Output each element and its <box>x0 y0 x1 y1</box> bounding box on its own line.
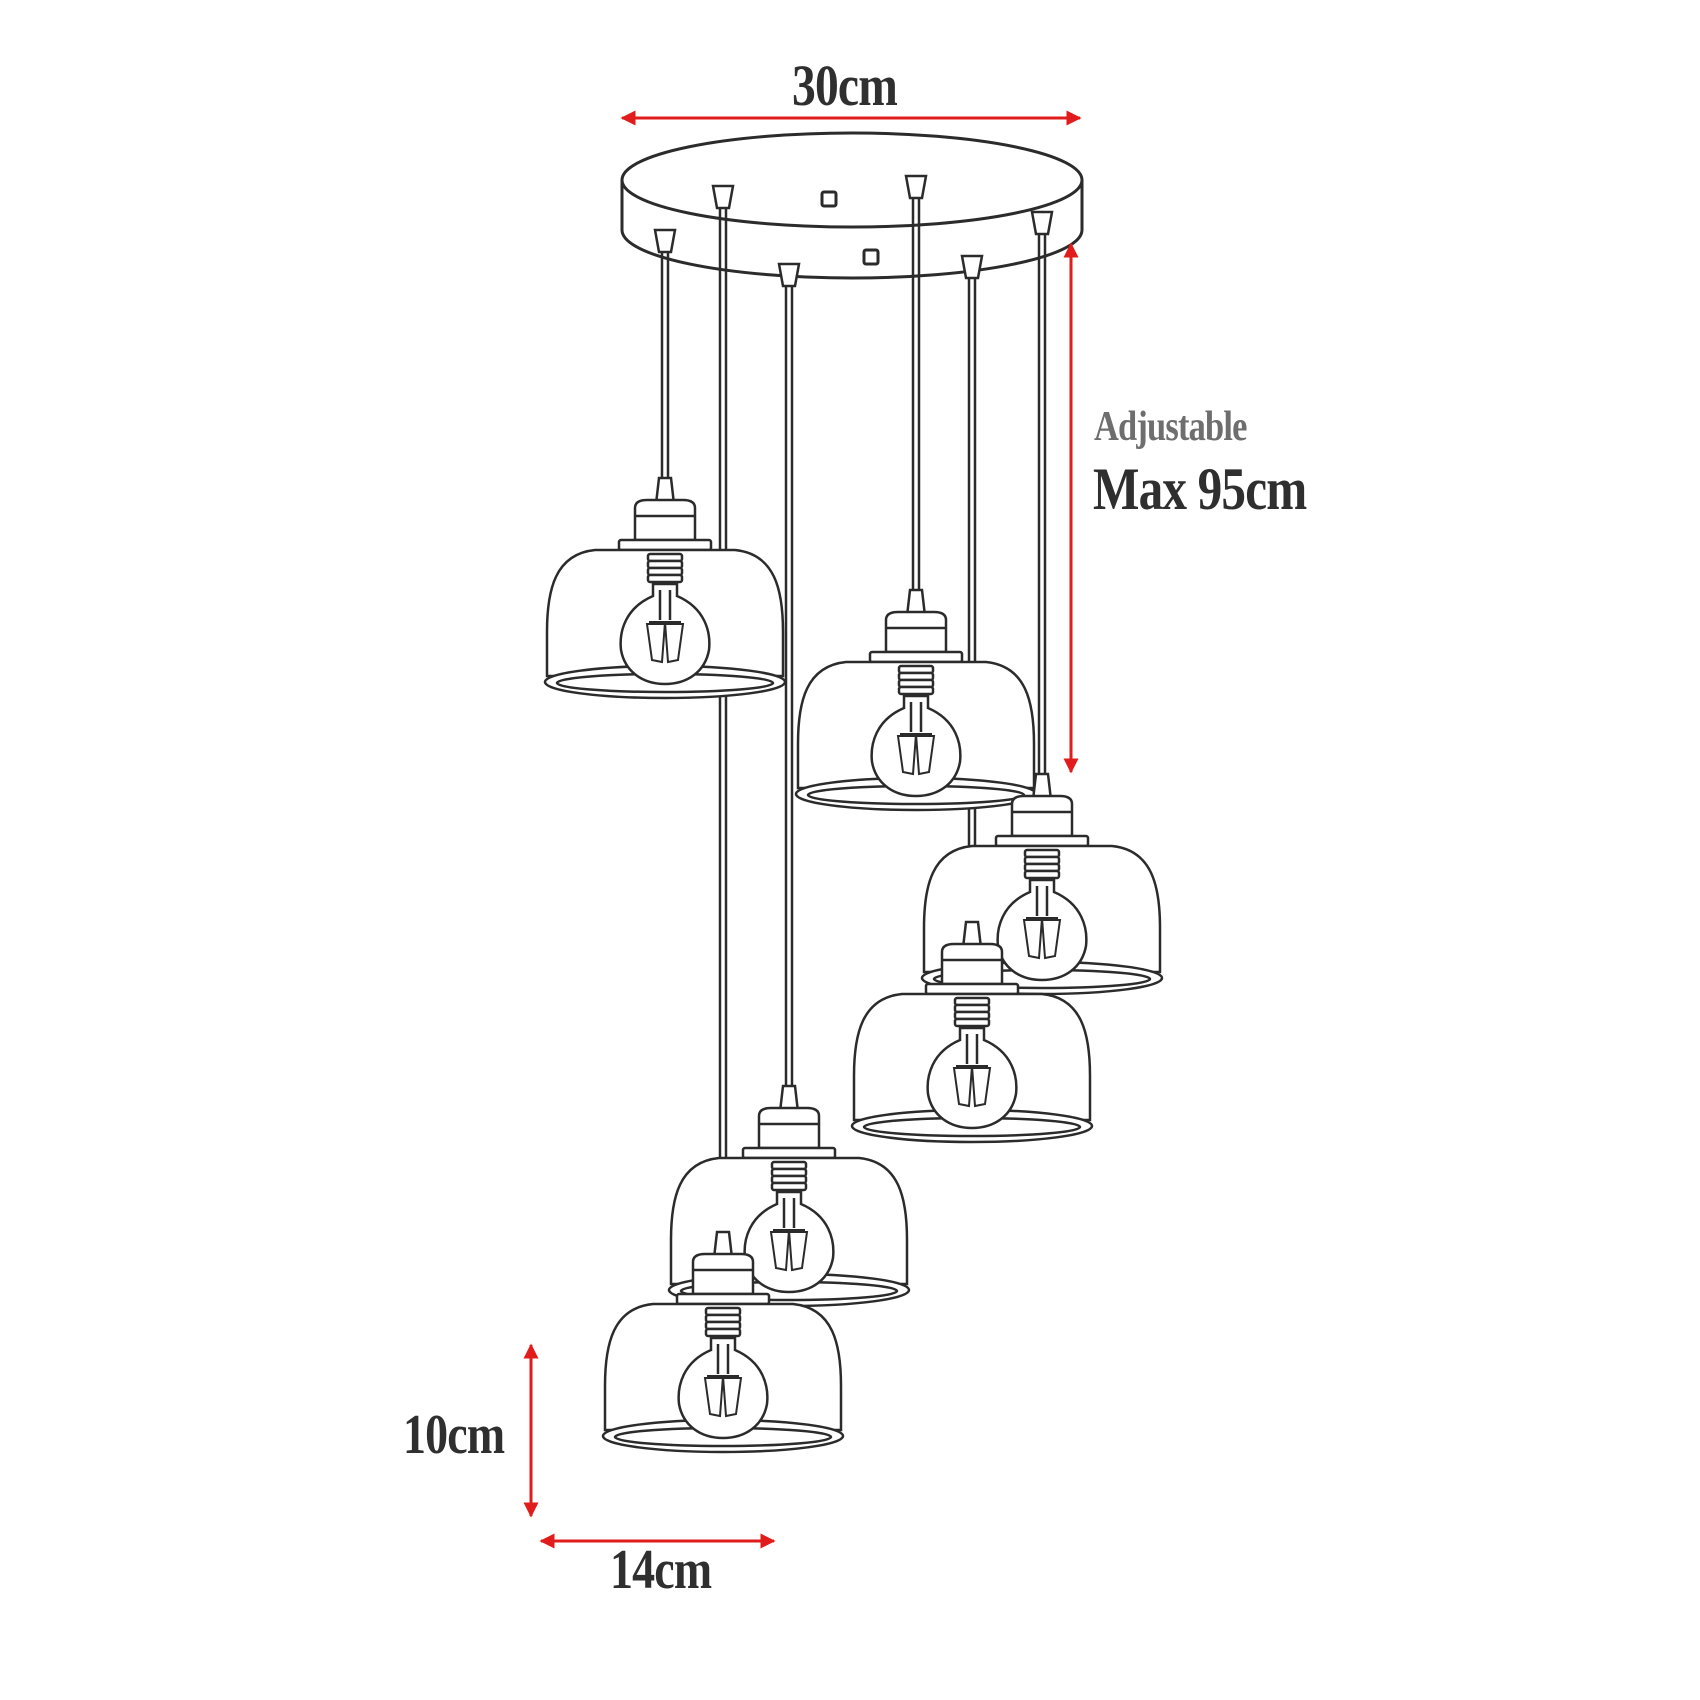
cable-gripper <box>777 262 801 288</box>
canopy-width-label: 30cm <box>792 53 898 118</box>
max-drop-label: Max 95cm <box>1093 456 1307 522</box>
cable-gripper <box>904 174 928 200</box>
pendant-lamp-center-high <box>794 588 1038 812</box>
pendant-lamps <box>543 476 1164 1454</box>
cable-gripper <box>1030 210 1054 236</box>
pendant-lamp-bottom-front <box>601 1230 845 1454</box>
pendant-lamp-left-rear <box>543 476 787 700</box>
adjustable-label: Adjustable <box>1094 404 1247 450</box>
pendant-lamp-right-low <box>850 920 1094 1144</box>
cable-gripper <box>711 184 735 210</box>
cable-gripper <box>960 254 984 280</box>
pendant-cables <box>653 174 1054 1234</box>
shade-height-label: 10cm <box>403 1404 505 1466</box>
shade-width-label: 14cm <box>610 1539 712 1601</box>
pendant-lamp-right-high <box>920 772 1164 996</box>
cable-gripper <box>653 228 677 254</box>
ceiling-canopy <box>620 131 1084 280</box>
